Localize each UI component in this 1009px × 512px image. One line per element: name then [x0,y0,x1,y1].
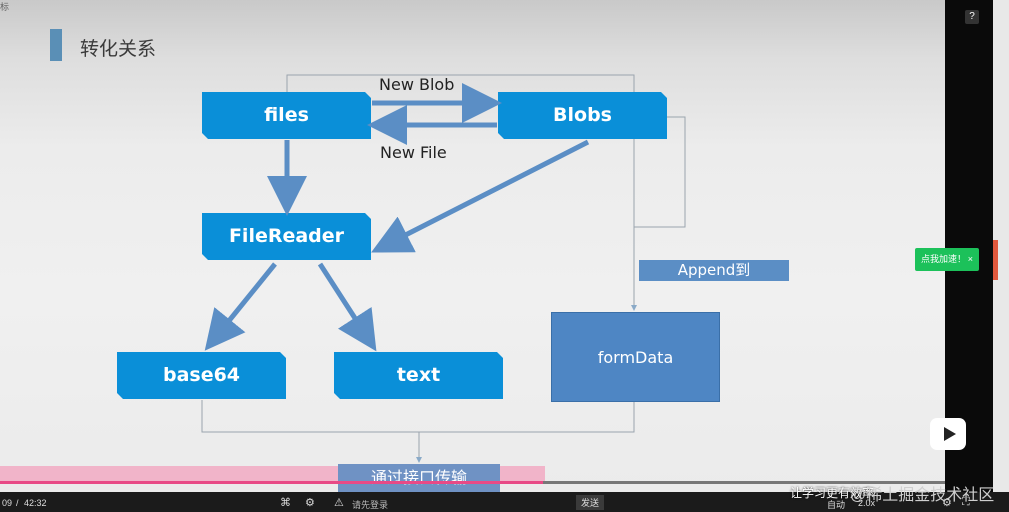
danmaku-toggle-icon[interactable]: ⌘ [280,497,291,509]
node-base64-shape [117,352,286,399]
node-files-shape [202,92,371,139]
connector-line-top [286,74,637,311]
watermark-slogan: 让学习更有效率 [790,486,875,500]
slide-title: 转化关系 [80,38,157,60]
time-separator: / [16,498,19,508]
send-button[interactable]: 发送 [576,495,605,510]
help-button[interactable]: ? [965,10,979,24]
formdata-label: formData [597,347,674,367]
player-control-bar: 09 / 42:32 ⌘ ⚙ ⚠ 请先登录 发送 自动 2.0x ⚙ ⛶ [0,492,1009,512]
comment-input[interactable]: 请先登录 [352,500,389,510]
progress-fill [0,481,544,484]
browser-edge-strip [993,0,1009,512]
close-icon[interactable]: × [967,254,973,264]
node-filereader-shape [202,213,371,260]
diagram-graphics [117,74,686,463]
node-filereader-label: FileReader [228,225,345,247]
node-blobs-shape [498,92,667,139]
settings-icon[interactable]: ⚙ [942,497,952,509]
speed-up-button[interactable]: 点我加速！ × [915,248,979,271]
slide: 标 转化关系 files Blobs FileReader [0,0,945,492]
time-current: 09 [2,498,13,508]
node-text-shape [334,352,503,399]
append-label-box: Append到 [639,260,789,281]
api-transfer-box: 通过接口传输 [338,464,500,492]
edge-label-new-blob: New Blob [379,75,455,94]
danmaku-settings-icon[interactable]: ⚙ [305,497,315,509]
play-icon[interactable] [930,418,966,450]
node-blobs-label: Blobs [553,104,612,126]
node-text-label: text [396,364,441,386]
quality-auto-button[interactable]: 自动 [827,500,846,510]
title-accent-bar [50,29,62,61]
arrow-filereader-base64 [204,262,277,351]
speed-up-label: 点我加速！ [921,254,967,264]
arrow-filereader-text [317,262,377,352]
edge-label-new-file: New File [380,143,447,162]
fullscreen-icon[interactable]: ⛶ [962,496,970,508]
arrow-blobs-filereader [371,139,590,253]
warning-icon: ⚠ [334,497,344,509]
formdata-box: formData [551,312,720,402]
progress-track[interactable] [0,481,945,484]
time-total: 42:32 [24,498,47,508]
speed-button[interactable]: 2.0x [858,498,876,508]
connector-line-right [634,116,686,228]
corner-label: 标 [0,2,10,12]
watermark-site: @稀土掘金技术社区 [850,487,995,504]
node-files-label: files [264,104,309,126]
connector-line-bottom [201,400,635,433]
edge-tab-indicator [993,240,998,280]
node-base64-label: base64 [162,364,241,386]
